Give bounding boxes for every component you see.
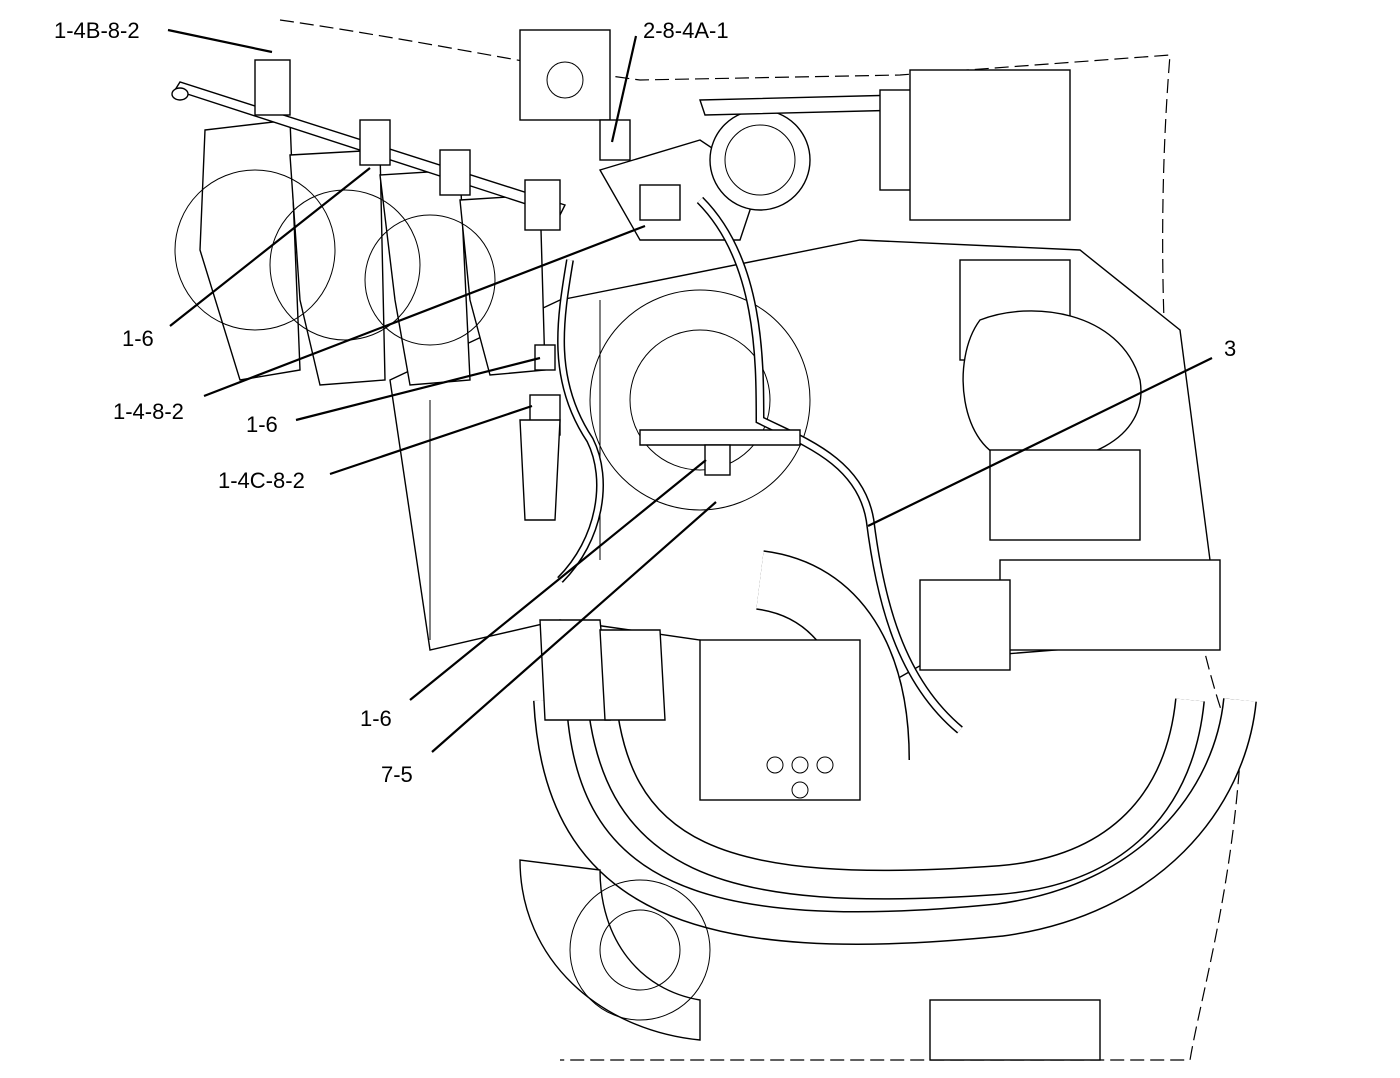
callout-c1: 1-4B-8-2 [54, 18, 140, 43]
front-cover-flywheel [519, 619, 1101, 1061]
wiring-harness [557, 196, 963, 734]
sensors-and-connectors [519, 119, 731, 521]
callout-labels: 1-4B-8-2 2-8-4A-1 1-6 1-4-8-2 1-6 1-4C-8… [54, 18, 1236, 787]
leader-c8 [431, 501, 717, 753]
callout-c8: 7-5 [381, 762, 413, 787]
coolant-hoses [533, 550, 1257, 945]
turbocharger-assembly [519, 29, 1071, 241]
leader-c3 [169, 167, 371, 327]
right-side-components [919, 259, 1221, 671]
leader-c2 [610, 35, 638, 143]
leader-c1 [167, 28, 273, 54]
fuel-rail [171, 59, 566, 231]
leader-c5 [295, 356, 541, 422]
boundary-dashed-outline [279, 19, 1241, 1061]
leader-lines [167, 28, 1213, 753]
callout-c3: 1-6 [122, 326, 154, 351]
callout-c4: 1-4-8-2 [113, 399, 184, 424]
callout-c9: 3 [1224, 336, 1236, 361]
leader-c4 [203, 224, 646, 398]
callout-c6: 1-4C-8-2 [218, 468, 305, 493]
leader-c9 [867, 357, 1213, 527]
callout-c5: 1-6 [246, 412, 278, 437]
leader-c6 [329, 404, 533, 476]
leader-c7 [409, 459, 707, 701]
callout-c2: 2-8-4A-1 [643, 18, 729, 43]
callout-c7: 1-6 [360, 706, 392, 731]
